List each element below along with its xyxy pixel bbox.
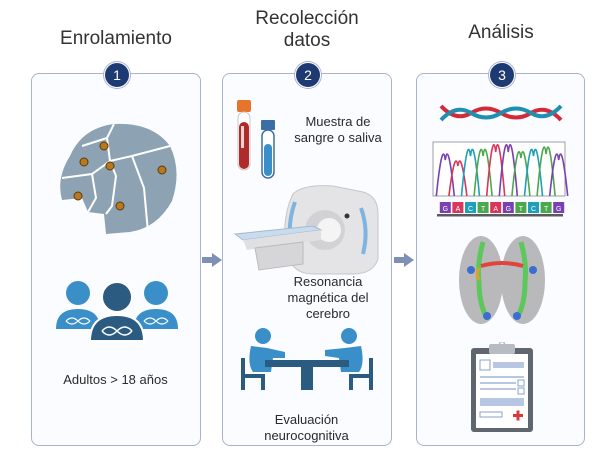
neuro-label-line1: Evaluación (274, 412, 339, 427)
base-letter: C (468, 206, 473, 213)
sample-tubes-icon (235, 100, 285, 180)
sample-label-line2: sangre o saliva (294, 130, 382, 145)
step-2-title-line1: Recolección (255, 8, 359, 29)
base-tile (452, 202, 464, 213)
step-1-title: Enrolamiento (60, 28, 172, 49)
base-tile (465, 202, 476, 213)
base-tile (540, 202, 552, 213)
step-1-panel: 1 (31, 62, 201, 446)
chromatogram-peak (460, 148, 481, 197)
sample-label-line1: Muestra de (305, 114, 371, 129)
base-letter: G (443, 206, 448, 213)
chromatogram-peak (523, 148, 544, 197)
arrow-right-icon (202, 253, 222, 267)
chromatogram-peak (548, 153, 569, 197)
step-3-title: Análisis (468, 22, 534, 43)
step-2-title: Recolección datos (222, 8, 392, 52)
step-1-badge: 1 (104, 62, 130, 88)
base-letter: A (493, 206, 498, 213)
chromatogram-peak (485, 144, 506, 197)
chromatogram-peak (511, 151, 531, 197)
step-3-badge: 3 (489, 62, 515, 88)
adults-label: Adultos > 18 años (63, 372, 168, 387)
clinical-clipboard-icon (469, 342, 535, 434)
base-baseline (437, 214, 563, 217)
base-letter: C (531, 206, 536, 213)
sample-label: Muestra de sangre o saliva (283, 114, 393, 146)
consultation-icon (237, 328, 377, 390)
base-tile (439, 202, 451, 213)
base-tile (477, 202, 489, 213)
base-letter: T (519, 206, 524, 213)
mri-label-line3: cerebro (305, 306, 351, 321)
base-tile (502, 202, 514, 213)
mri-scanner-icon (233, 184, 383, 279)
mri-label-line1: Resonancia (293, 274, 363, 289)
chromatogram-peak (498, 144, 519, 197)
brain-tractography-icon (457, 234, 547, 326)
base-tile (490, 202, 502, 213)
neuro-label: Evaluación neurocognitiva (223, 412, 390, 444)
dna-helix-icon (439, 102, 563, 124)
neuro-label-line2: neurocognitiva (264, 428, 349, 443)
base-letter: G (506, 206, 511, 213)
base-letter: G (556, 206, 561, 213)
base-tile (553, 202, 565, 213)
base-tile (528, 202, 539, 213)
mri-label-line2: magnética del (287, 290, 369, 305)
base-letter: T (481, 206, 486, 213)
chromatogram-peak (435, 153, 456, 197)
mri-label: Resonancia magnética del cerebro (263, 274, 393, 322)
base-letter: A (456, 206, 461, 213)
step-2-badge: 2 (295, 62, 321, 88)
map-icon (52, 116, 182, 236)
chromatogram-peak (536, 146, 556, 197)
step-2-title-line2: datos (283, 30, 331, 51)
base-tile (515, 202, 527, 213)
people-dna-icon (54, 279, 180, 343)
step-2-panel: 2 Muestra de sangre o saliva Reso (222, 62, 393, 446)
base-letter: T (544, 206, 549, 213)
arrow-right-icon (394, 253, 414, 267)
